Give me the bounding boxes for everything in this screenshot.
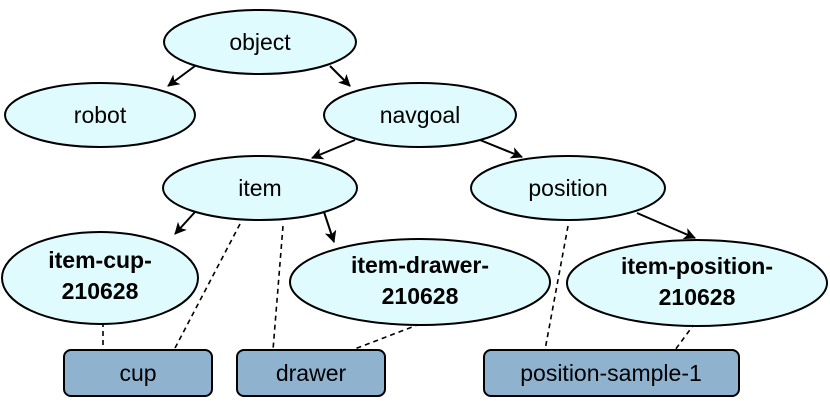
- edge-navgoal-position: [479, 139, 523, 159]
- instance-drawer: drawer: [236, 349, 386, 397]
- dash-itemposition-sample: [674, 322, 696, 351]
- instance-edges: [102, 223, 696, 351]
- node-item-label: item: [238, 175, 281, 201]
- node-item-cup: item-cup- 210628: [1, 231, 199, 325]
- instance-cup: cup: [63, 349, 213, 397]
- instance-cup-label: cup: [119, 360, 156, 386]
- node-item-drawer-line1: item-drawer-: [351, 252, 489, 278]
- node-item-drawer-line2: 210628: [382, 283, 459, 309]
- edge-object-navgoal: [329, 65, 351, 87]
- instance-position-sample-label: position-sample-1: [520, 360, 702, 386]
- node-robot: robot: [4, 82, 196, 148]
- node-navgoal-label: navgoal: [380, 102, 461, 128]
- node-item-cup-line1: item-cup-: [48, 247, 152, 273]
- edge-item-itemcup: [174, 211, 196, 235]
- node-robot-label: robot: [74, 102, 127, 128]
- node-item-position-line1: item-position-: [621, 253, 773, 279]
- node-item-drawer: item-drawer- 210628: [289, 238, 551, 326]
- node-position: position: [470, 155, 666, 221]
- dash-item-drawer: [272, 225, 284, 351]
- edge-item-itemdrawer: [323, 211, 337, 243]
- node-item-cup-line2: 210628: [62, 278, 139, 304]
- edge-object-robot: [167, 65, 196, 87]
- node-position-label: position: [528, 175, 607, 201]
- node-navgoal: navgoal: [323, 82, 517, 148]
- node-item-position: item-position- 210628: [566, 239, 828, 327]
- node-item: item: [162, 155, 358, 221]
- dash-position-sample: [544, 225, 569, 351]
- node-object: object: [163, 9, 357, 75]
- edge-navgoal-item: [311, 139, 356, 160]
- instance-drawer-label: drawer: [276, 360, 347, 386]
- node-item-position-line2: 210628: [659, 284, 736, 310]
- subclass-edges: [167, 65, 696, 243]
- node-object-label: object: [229, 29, 291, 55]
- dash-itemdrawer-drawer: [351, 323, 421, 351]
- instance-position-sample: position-sample-1: [483, 349, 740, 397]
- dash-item-cup: [173, 223, 241, 351]
- edge-position-itemposition: [636, 212, 696, 240]
